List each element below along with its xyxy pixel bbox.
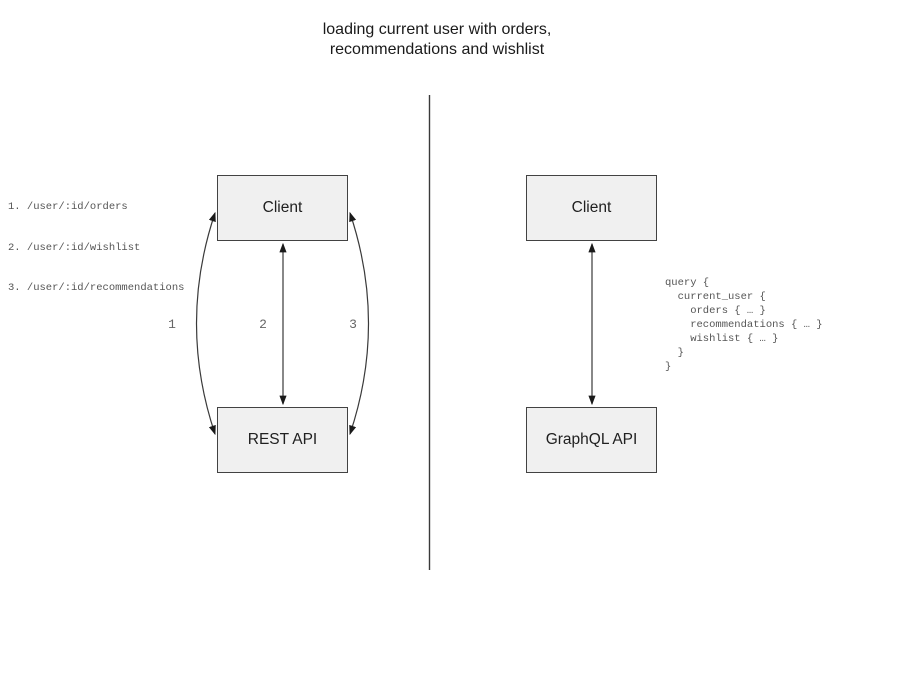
rest-endpoint-orders: 1. /user/:id/orders (8, 201, 128, 213)
rest-api-node: REST API (217, 407, 348, 473)
rest-endpoint-recommendations: 3. /user/:id/recommendations (8, 282, 185, 294)
rest-arrow-label-2: 2 (259, 317, 267, 332)
graphql-client-node: Client (526, 175, 657, 241)
graphql-client-label: Client (571, 199, 612, 216)
graphql-query-snippet: query { current_user { orders { … } reco… (665, 277, 823, 373)
graphql-api-node: GraphQL API (526, 407, 657, 473)
diagram-title: loading current user with orders, recomm… (187, 20, 687, 60)
diagram-title-line1: loading current user with orders, (322, 21, 552, 38)
rest-endpoint-list: 1. /user/:id/orders 2. /user/:id/wishlis… (8, 174, 184, 323)
rest-client-node: Client (217, 175, 348, 241)
rest-arrow-label-1: 1 (168, 317, 176, 332)
rest-client-label: Client (262, 199, 303, 216)
graphql-api-label: GraphQL API (545, 431, 638, 448)
rest-endpoint-wishlist: 2. /user/:id/wishlist (8, 241, 141, 254)
rest-api-label: REST API (247, 431, 318, 448)
rest-arrow-1-curve (195, 211, 216, 436)
diagram-title-line2: recommendations and wishlist (329, 41, 545, 58)
rest-arrow-label-3: 3 (349, 317, 357, 332)
